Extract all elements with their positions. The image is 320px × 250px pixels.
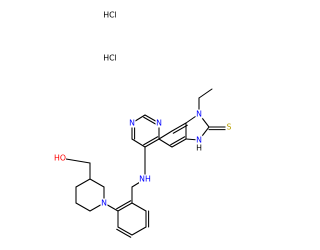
atom-label-bg — [128, 118, 136, 128]
atom-label-n-imid-et: N — [196, 110, 202, 119]
bond-C4c-C4b — [171, 138, 187, 148]
atom-label-bg — [100, 198, 108, 208]
bond-pip_a-pip_b — [89, 178, 105, 188]
atom-label-n-pyr1: N — [129, 119, 135, 128]
atom-label-h-imid: H — [196, 144, 202, 153]
atom-label-bg — [195, 109, 203, 119]
atom-label-nh-amine: NH — [139, 175, 151, 184]
atom-label-bg — [195, 143, 203, 153]
salt-hcl-1: HCl — [103, 11, 116, 20]
bond-C4b-C8a — [158, 138, 173, 148]
salt-hcl-2: HCl — [103, 54, 116, 63]
bond-C8a-C4 — [144, 138, 160, 148]
atom-label-bg — [195, 135, 203, 145]
atom-label-bg — [54, 153, 66, 163]
bond-Ph3-Ph4 — [117, 226, 133, 236]
atom-label-ho: HO — [54, 154, 66, 163]
atom-label-n-pip: N — [101, 199, 107, 208]
bond-C8a-C8b — [158, 130, 173, 140]
bond-Et1-Et2 — [198, 88, 213, 99]
bond-C2-N_pyr2 — [143, 116, 159, 126]
bond-Ph6-Ph1 — [131, 202, 147, 212]
bond-pip_b-pip_c — [75, 178, 91, 188]
bond-Ph1-Ph2 — [116, 200, 132, 210]
bond-C8b-C8 — [171, 122, 187, 132]
bond-pip_d-pip_e — [75, 202, 91, 212]
bond-C4c-C4b — [170, 136, 186, 146]
bond-C4-C4a — [131, 138, 146, 148]
atom-label-bg — [139, 174, 151, 184]
atom-label-nh-imid: N — [196, 136, 202, 145]
atom-label-bg — [155, 118, 163, 128]
bond-layer — [59, 88, 230, 238]
bond-Ph4-Ph5 — [131, 226, 147, 236]
atom-label-bg — [225, 122, 233, 132]
atom-label-n-pyr2: N — [156, 119, 162, 128]
bond-C8b-C8 — [172, 124, 188, 134]
atom-label-s: S — [227, 123, 232, 132]
bond-Ph1-Ph2 — [117, 202, 133, 212]
bond-Ph3-Ph4 — [116, 228, 132, 238]
bond-C8a-C4 — [143, 136, 159, 146]
